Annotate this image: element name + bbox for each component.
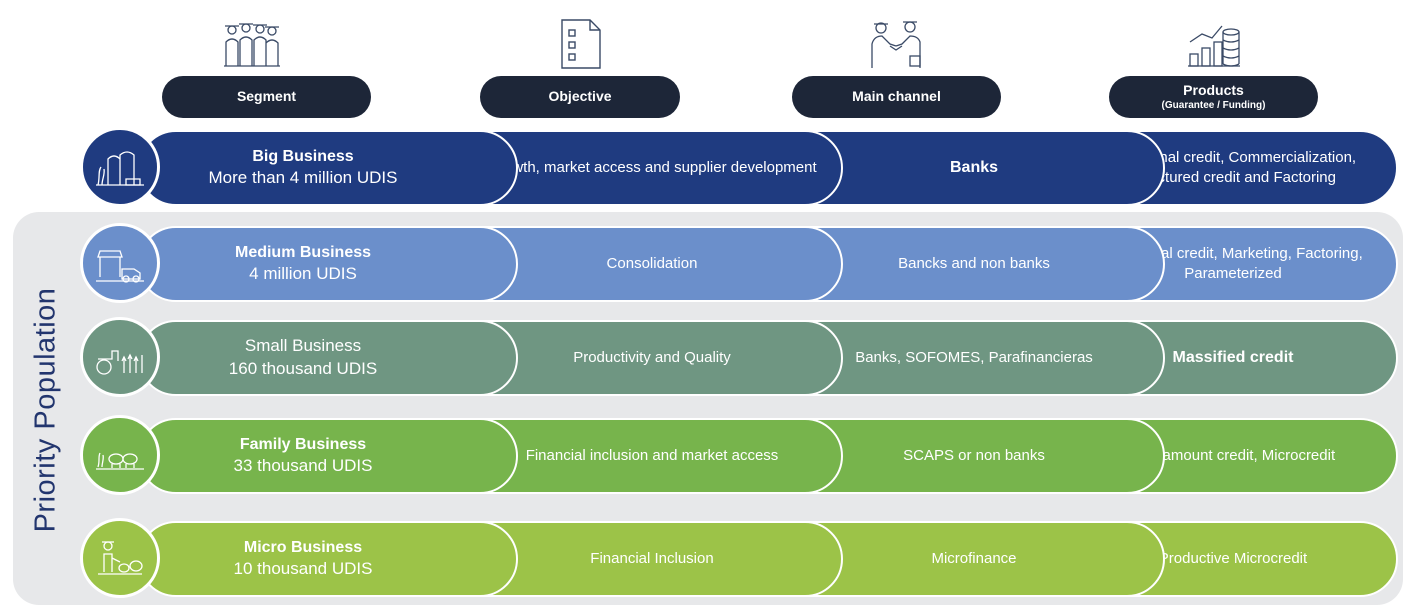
segment-amount: More than 4 million UDIS	[208, 168, 398, 188]
row-big-business: Traditional credit, Commercialization, S…	[80, 127, 1398, 207]
segment-name: Medium Business	[234, 243, 372, 261]
segment-cell: Medium Business 4 million UDIS	[138, 226, 518, 302]
livestock-icon	[80, 415, 160, 495]
header-label: Segment	[236, 88, 297, 105]
segment-amount: 10 thousand UDIS	[233, 559, 373, 579]
objective-text: Consolidation	[606, 254, 698, 272]
segment-cell: Small Business 160 thousand UDIS	[138, 320, 518, 396]
segment-name: Family Business	[239, 435, 367, 453]
channel-text: Microfinance	[931, 549, 1017, 567]
products-text: Traditional credit, Commercialization, S…	[1109, 148, 1357, 186]
coins-chart-icon	[1188, 25, 1240, 67]
segment-cell: Big Business More than 4 million UDIS	[138, 130, 518, 206]
farmer-animals-icon	[80, 518, 160, 598]
segment-name: Big Business	[252, 147, 354, 165]
header-sublabel: (Guarantee / Funding)	[1161, 99, 1266, 111]
channel-text: Banks	[949, 159, 999, 177]
row-micro-business: Productive Microcredit Microfinance Fina…	[80, 518, 1398, 598]
header-products: Products (Guarantee / Funding)	[1109, 76, 1318, 118]
segment-cell: Family Business 33 thousand UDIS	[138, 418, 518, 494]
objective-text: Financial inclusion and market access	[525, 446, 779, 464]
channel-text: Banks, SOFOMES, Parafinancieras	[855, 348, 1093, 366]
handshake-icon	[871, 21, 921, 68]
products-text: Low amount credit, Microcredit	[1130, 446, 1336, 464]
market-truck-icon	[80, 223, 160, 303]
segment-amount: 33 thousand UDIS	[233, 456, 373, 476]
segment-name: Micro Business	[243, 538, 363, 556]
priority-population-label: Priority Population	[29, 287, 62, 533]
header-label: Products	[1183, 82, 1244, 99]
row-family-business: Low amount credit, Microcredit SCAPS or …	[80, 415, 1398, 495]
header-segment: Segment	[162, 76, 371, 118]
row-medium-business: Traditional credit, Marketing, Factoring…	[80, 223, 1398, 303]
segment-name: Small Business	[244, 336, 362, 356]
header-label: Main channel	[852, 88, 941, 105]
products-text: Productive Microcredit	[1158, 549, 1308, 567]
channel-text: Bancks and non banks	[898, 254, 1050, 272]
header-main-channel: Main channel	[792, 76, 1001, 118]
products-text: Massified credit	[1172, 349, 1294, 367]
channel-text: SCAPS or non banks	[903, 446, 1045, 464]
header-label: Objective	[548, 88, 612, 105]
objective-text: Productivity and Quality	[573, 348, 731, 366]
products-text: Traditional credit, Marketing, Factoring…	[1103, 244, 1363, 282]
objective-text: Financial Inclusion	[590, 549, 714, 567]
header-objective: Objective	[480, 76, 680, 118]
segment-amount: 4 million UDIS	[249, 264, 357, 284]
farmers-group-icon	[224, 23, 280, 67]
row-small-business: Massified credit Banks, SOFOMES, Parafin…	[80, 317, 1398, 397]
segment-cell: Micro Business 10 thousand UDIS	[138, 521, 518, 597]
document-icon	[561, 19, 601, 69]
objective-text: Growth, market access and supplier devel…	[487, 158, 817, 176]
tractor-crops-icon	[80, 317, 160, 397]
farm-silo-icon	[80, 127, 160, 207]
segment-amount: 160 thousand UDIS	[228, 359, 378, 378]
